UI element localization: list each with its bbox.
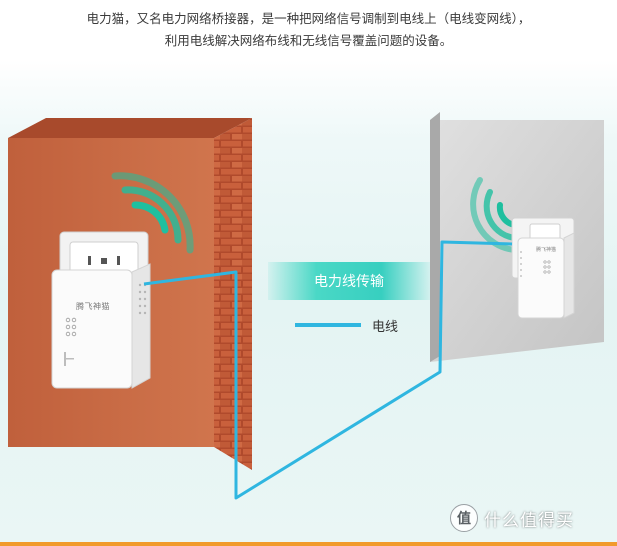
- watermark: 值 什么值得买: [450, 504, 574, 532]
- concrete-wall-edge: [430, 112, 440, 362]
- device-right-brand: 腾飞神猫: [536, 247, 557, 253]
- intro-line-2: 利用电线解决网络布线和无线信号覆盖问题的设备。: [164, 33, 453, 48]
- wifi-signal-left-icon: [111, 172, 194, 254]
- transmission-label: 电力线传输: [314, 274, 384, 290]
- intro-line-1: 电力猫，又名电力网络桥接器，是一种把网络信号调制到电线上（电线变网线），: [86, 11, 531, 26]
- watermark-text: 什么值得买: [484, 510, 574, 531]
- power-adapter-left: [51, 231, 151, 389]
- wire-legend-swatch: [295, 323, 361, 327]
- brick-wall-edge: [214, 118, 252, 470]
- device-left: [51, 269, 133, 389]
- device-left-side: [131, 263, 151, 389]
- device-left-brand: 腾飞神猫: [76, 302, 110, 311]
- power-line: [143, 240, 513, 500]
- status-leds-left: [65, 317, 77, 337]
- status-leds-right: [543, 260, 551, 274]
- power-adapter-right: [511, 217, 575, 319]
- bottom-accent-bar: [0, 542, 617, 546]
- transmission-legend: 电力线传输: [268, 262, 430, 300]
- wire-legend-label: 电线: [372, 320, 399, 335]
- watermark-logo-icon: 值: [450, 504, 478, 532]
- intro-text: 电力猫，又名电力网络桥接器，是一种把网络信号调制到电线上（电线变网线）， 利用电…: [0, 8, 617, 52]
- brick-wall-top: [8, 118, 252, 138]
